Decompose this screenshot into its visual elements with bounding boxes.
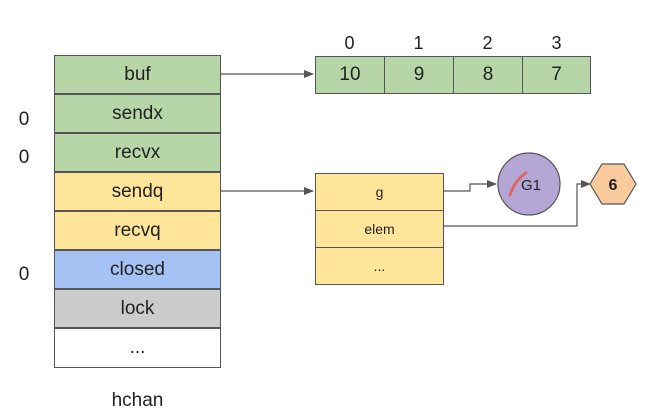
buffer-value: 9	[413, 64, 425, 85]
hchan-field-recvx: recvx	[54, 133, 221, 172]
buffer-value: 7	[551, 64, 562, 85]
field-label: recvq	[114, 219, 161, 241]
sudog-field-more: ...	[315, 247, 444, 285]
recvx-value: 0	[18, 147, 30, 168]
goroutine-mark-icon	[508, 171, 528, 197]
goroutine-g1: G1	[497, 152, 561, 216]
hchan-field-recvq: recvq	[54, 211, 221, 250]
sudog-field-elem: elem	[315, 210, 444, 248]
sudog-field-g: g	[315, 173, 444, 211]
elem-arrow	[444, 180, 591, 227]
field-label: recvx	[114, 141, 161, 163]
hchan-caption: hchan	[111, 390, 164, 411]
field-label: ...	[129, 337, 146, 358]
buffer-cell: 9	[384, 56, 454, 94]
hchan-field-buf: buf	[54, 55, 221, 94]
element-value: 6	[609, 177, 618, 194]
hchan-field-lock: lock	[54, 289, 221, 328]
buffer-index: 2	[482, 33, 493, 53]
sendx-value: 0	[18, 109, 30, 130]
buffer-value: 10	[339, 64, 361, 85]
goroutine-label: G1	[521, 177, 541, 194]
buffer-cell: 7	[522, 56, 591, 94]
field-label: lock	[120, 297, 155, 319]
hchan-field-sendq: sendq	[54, 172, 221, 211]
buffer-index: 0	[344, 33, 355, 53]
buffer-index: 3	[551, 33, 562, 53]
element-hexagon: 6	[589, 163, 637, 205]
hchan-field-more: ...	[54, 328, 221, 368]
buffer-cell: 10	[315, 56, 385, 94]
field-label: sendx	[112, 102, 163, 124]
hchan-field-closed: closed	[54, 250, 221, 289]
field-label: closed	[110, 258, 165, 280]
g-arrow	[444, 180, 497, 192]
buffer-index: 1	[413, 33, 424, 53]
hchan-field-sendx: sendx	[54, 94, 221, 133]
sudog-label: g	[375, 184, 384, 200]
field-label: sendq	[111, 180, 164, 202]
buffer-value: 8	[482, 64, 494, 85]
buffer-cell: 8	[453, 56, 523, 94]
sudog-label: ...	[373, 258, 386, 274]
sudog-label: elem	[364, 221, 395, 237]
closed-value: 0	[18, 264, 30, 285]
field-label: buf	[124, 63, 151, 85]
